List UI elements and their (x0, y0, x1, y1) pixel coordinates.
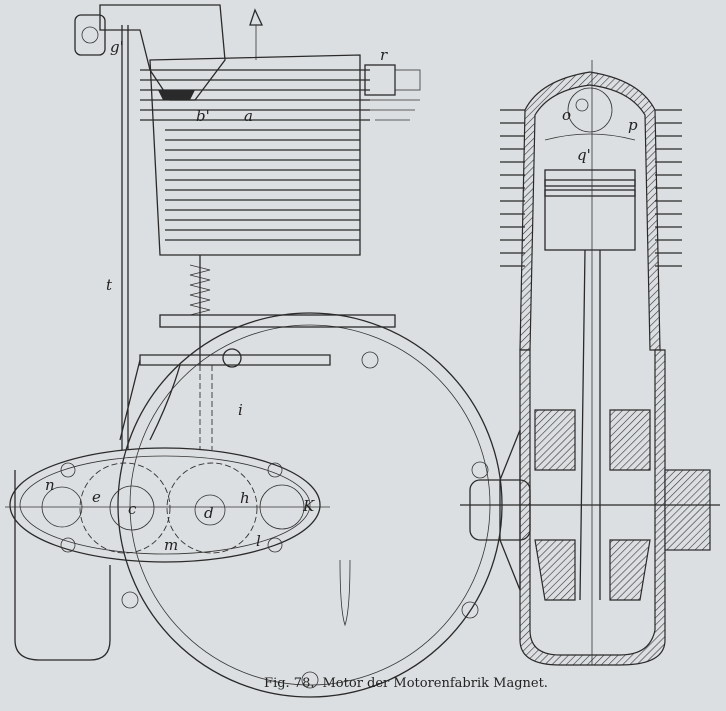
label-h: h (240, 489, 250, 507)
side-view (5, 4, 503, 698)
figure-caption: Fig. 78. Motor der Motorenfabrik Magnet. (240, 676, 580, 691)
timing-gear-case (9, 447, 321, 563)
label-k: K (302, 497, 315, 515)
section-view (460, 60, 720, 666)
label-p: p (628, 116, 638, 134)
label-t: t (106, 276, 113, 294)
label-e: e (92, 488, 101, 506)
label-q: q' (577, 146, 591, 164)
label-g: g' (110, 38, 124, 56)
label-i: i (238, 401, 243, 419)
figure-title: Motor der Motorenfabrik Magnet. (322, 676, 548, 691)
part-labels: g' b' a r t i n e c d h K m l o p q' (45, 38, 638, 554)
label-m: m (164, 536, 178, 554)
label-o: o (562, 106, 571, 124)
label-c: c (128, 500, 137, 518)
label-l: l (256, 532, 261, 550)
label-b: b' (196, 107, 210, 125)
figure-number: Fig. 78. (264, 676, 315, 691)
cooling-fins (140, 69, 370, 241)
label-a: a (244, 107, 253, 125)
label-r: r (380, 46, 388, 64)
label-n: n (45, 476, 55, 494)
label-d: d (204, 504, 214, 522)
